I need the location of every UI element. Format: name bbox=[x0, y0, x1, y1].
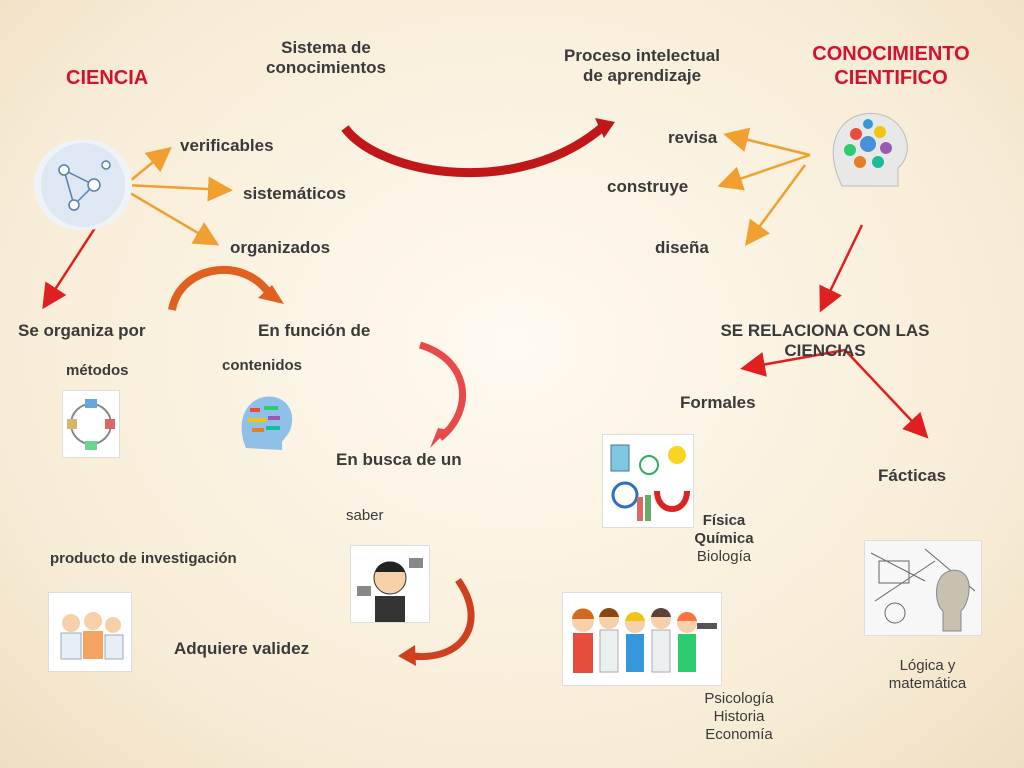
science-network-icon bbox=[34, 140, 132, 230]
sistema-line1: Sistema de bbox=[281, 38, 371, 57]
conocimiento-cientifico-title: CONOCIMIENTO CIENTIFICO bbox=[788, 42, 994, 90]
curved-arrow-top bbox=[341, 121, 608, 178]
se-relaciona-ciencias: SE RELACIONA CON LAS CIENCIAS bbox=[720, 321, 930, 361]
facticas-label: Fácticas bbox=[878, 466, 947, 485]
ciencia-title: CIENCIA bbox=[66, 67, 149, 89]
prop-organizados: organizados bbox=[230, 238, 331, 257]
action-revisa: revisa bbox=[668, 128, 718, 147]
sistema-line2: conocimientos bbox=[266, 58, 386, 78]
arrow-organizados bbox=[124, 188, 220, 246]
logica-line2: matemática bbox=[888, 675, 967, 692]
conocimiento-line1: CONOCIMIENTO bbox=[812, 43, 970, 65]
historia-label: Historia bbox=[713, 708, 765, 725]
biologia-label: Biología bbox=[696, 548, 752, 565]
arrow-formales bbox=[740, 348, 846, 377]
fisica-label: Física bbox=[702, 512, 746, 529]
metodos-label: métodos bbox=[66, 362, 129, 379]
scientists-icon bbox=[48, 592, 132, 672]
arrow-verificables bbox=[124, 146, 172, 186]
arrow-sistematicos bbox=[124, 176, 233, 202]
arrow-disena bbox=[745, 164, 807, 247]
sistema-conocimientos: Sistema de conocimientos bbox=[238, 38, 414, 79]
proceso-line1: Proceso intelectual bbox=[564, 46, 720, 65]
ciencias-sociales-list: Psicología Historia Economía bbox=[684, 690, 794, 744]
economia-label: Economía bbox=[705, 726, 773, 743]
curved-arrow-validez bbox=[404, 577, 475, 660]
saber-label: saber bbox=[346, 507, 384, 524]
en-busca-de-un: En busca de un bbox=[336, 450, 462, 469]
quimica-label: Química bbox=[694, 530, 754, 547]
en-funcion-de: En función de bbox=[258, 321, 371, 340]
stressed-student-icon bbox=[350, 545, 430, 623]
proceso-line2: de aprendizaje bbox=[582, 66, 702, 86]
children-group-icon bbox=[562, 592, 722, 686]
proceso-intelectual: Proceso intelectual de aprendizaje bbox=[536, 46, 748, 87]
conocimiento-line2: CIENTIFICO bbox=[834, 67, 948, 89]
formales-label: Formales bbox=[680, 393, 756, 412]
arrow-revisa bbox=[723, 127, 811, 157]
curved-arrow-organiza bbox=[168, 266, 274, 311]
brain-icon bbox=[822, 106, 914, 192]
philosopher-bust-icon bbox=[864, 540, 982, 636]
adquiere-validez: Adquiere validez bbox=[174, 639, 310, 658]
action-construye: construye bbox=[607, 177, 689, 196]
prop-sistematicos: sistemáticos bbox=[243, 184, 346, 203]
psicologia-label: Psicología bbox=[704, 690, 774, 707]
action-disena: diseña bbox=[655, 238, 709, 257]
se-organiza-por: Se organiza por bbox=[18, 321, 146, 340]
arrow-construye bbox=[717, 153, 811, 191]
arrow-se-organiza bbox=[42, 227, 97, 310]
arrow-se-relaciona bbox=[819, 224, 864, 313]
prop-verificables: verificables bbox=[180, 136, 274, 155]
methods-cycle-icon bbox=[62, 390, 120, 458]
word-cloud-head-icon bbox=[234, 390, 298, 454]
curved-arrow-busca bbox=[418, 341, 466, 441]
producto-investigacion: producto de investigación bbox=[50, 550, 237, 567]
ciencias-naturales-list: Física Química Biología bbox=[684, 512, 764, 566]
contenidos-label: contenidos bbox=[222, 357, 303, 374]
arrow-facticas bbox=[844, 349, 929, 439]
logica-matematica: Lógica y matemática bbox=[870, 657, 985, 693]
logica-line1: Lógica y bbox=[899, 657, 956, 674]
lab-items-icon bbox=[602, 434, 694, 528]
